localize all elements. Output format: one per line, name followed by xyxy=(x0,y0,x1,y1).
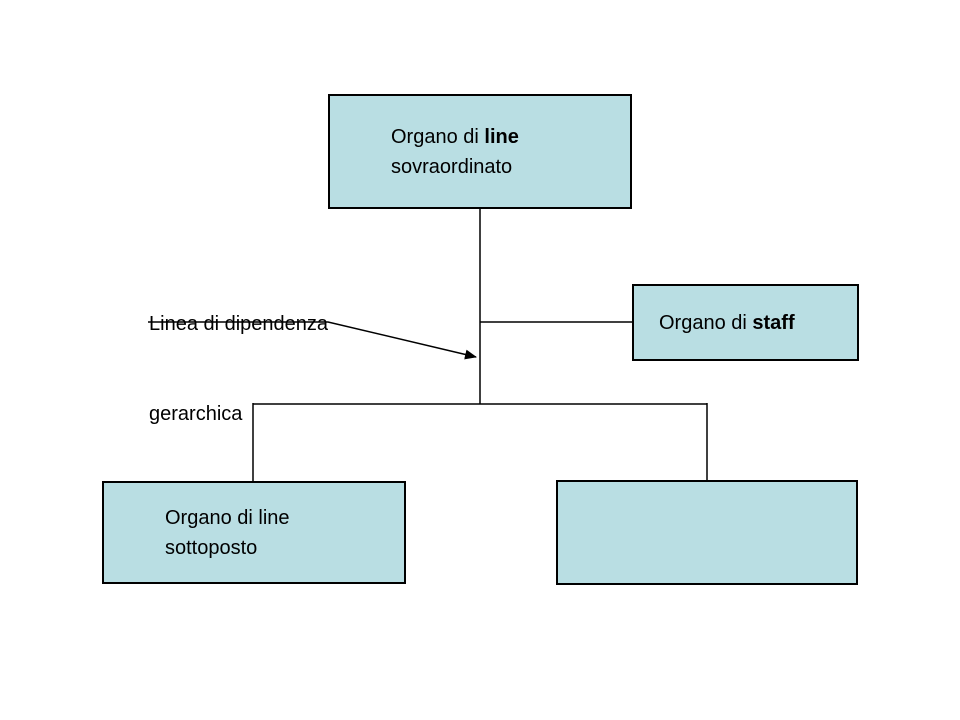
box-text-bold: line xyxy=(484,125,519,148)
box-text-line2: sovraordinato xyxy=(391,155,513,178)
box-organo-line-sottoposto: Organo di line sottoposto xyxy=(102,481,406,584)
box-text-regular: Organo di xyxy=(391,125,485,148)
box-text-line1: Organo di line xyxy=(165,506,290,529)
box-organo-staff: Organo di staff xyxy=(632,284,859,361)
box-text-line1: Organo di staff xyxy=(659,308,857,338)
annotation-line1: Linea di dipendenza xyxy=(149,313,329,335)
box-text-line1: Organo di line xyxy=(391,122,630,152)
box-empty xyxy=(556,480,858,585)
box-text-line2: sottoposto xyxy=(165,536,258,559)
box-text-bold: staff xyxy=(752,311,795,334)
box-organo-line-sovraordinato: Organo di line sovraordinato xyxy=(328,94,632,209)
box-text-regular: Organo di xyxy=(659,311,753,334)
annotation-line2: gerarchica xyxy=(149,403,243,425)
label-linea-dipendenza-gerarchica: Linea di dipendenza gerarchica xyxy=(149,249,328,489)
annotation-arrow xyxy=(148,321,477,360)
